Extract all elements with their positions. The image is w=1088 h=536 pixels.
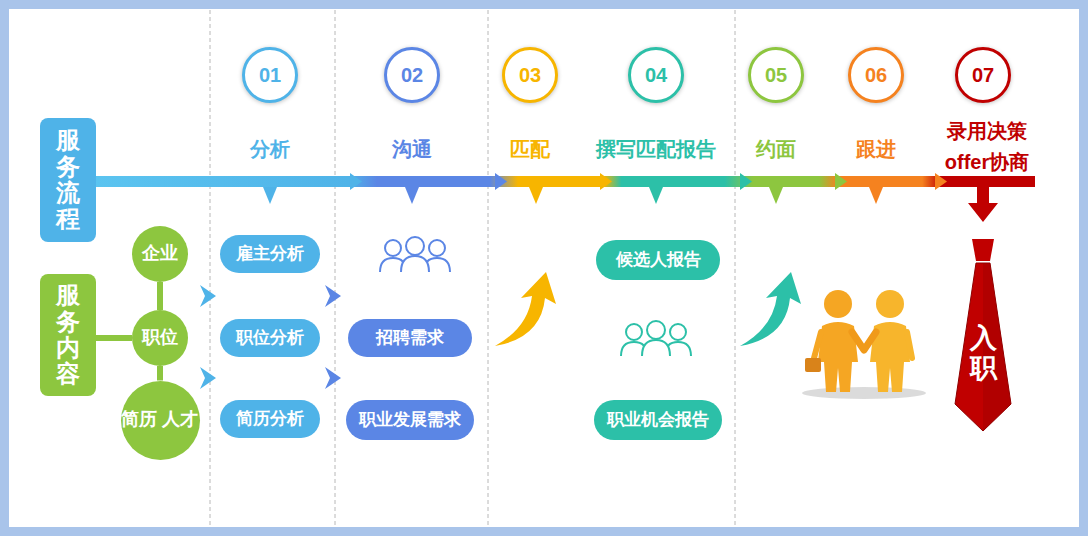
chevrons: [200, 285, 341, 389]
analysis-pill: 职位分析: [220, 319, 320, 357]
handshake-figures: [802, 290, 926, 399]
node-text: 职位分析: [236, 328, 304, 348]
report-pill: 候选人报告: [596, 240, 720, 280]
node-content: 候选人报告: [616, 250, 701, 270]
curved-arrow: [740, 272, 801, 346]
node-text: 招聘需求: [376, 328, 444, 348]
step-pointers: [263, 187, 998, 222]
node-content: 01: [259, 64, 281, 86]
step-title: 跟进: [826, 134, 926, 164]
analysis-pill: 雇主分析: [220, 235, 320, 273]
step-title: 匹配: [475, 134, 585, 164]
node-text: 服务内容: [56, 282, 80, 388]
node-content: 企业: [142, 243, 178, 265]
node-content: 简历分析: [236, 409, 304, 429]
separators: [210, 10, 735, 526]
node-text: 07: [972, 64, 994, 86]
node-text: 职位: [142, 327, 178, 349]
node-text: 职业机会报告: [607, 410, 709, 430]
timeline-band: [95, 176, 1035, 187]
node-text: 简历 人才: [121, 409, 198, 431]
node-text: 职业发展需求: [359, 410, 461, 430]
node-content: 招聘需求: [376, 328, 444, 348]
category-circle: 简历 人才: [121, 381, 200, 460]
step-number-circle: 04: [628, 47, 684, 103]
people-icon: [621, 321, 691, 356]
content-heading-box: 服务内容: [40, 274, 96, 396]
node-content: 雇主分析: [236, 244, 304, 264]
node-content: 简历 人才: [121, 409, 198, 431]
band-tips: [350, 173, 947, 190]
node-content: 职业机会报告: [607, 410, 709, 430]
node-content: 05: [765, 64, 787, 86]
report-pill: 职业机会报告: [594, 400, 722, 440]
node-text: 企业: [142, 243, 178, 265]
demand-pill: 职业发展需求: [346, 400, 474, 440]
node-text: 服务流程: [56, 127, 80, 233]
tie-knot: [972, 239, 994, 261]
node-content: 入职: [970, 324, 997, 383]
node-text: 入职: [970, 324, 997, 383]
node-content: 03: [519, 64, 541, 86]
step-number-circle: 02: [384, 47, 440, 103]
green-connector: [157, 282, 163, 310]
node-text: 雇主分析: [236, 244, 304, 264]
node-text: 05: [765, 64, 787, 86]
node-content: 07: [972, 64, 994, 86]
node-content: 职位分析: [236, 328, 304, 348]
step-title: 分析: [200, 134, 340, 164]
node-content: 服务流程: [56, 127, 80, 233]
step-title: 撰写匹配报告: [581, 134, 731, 164]
green-connector: [96, 335, 132, 341]
step-title: 录用决策 offer协商: [935, 116, 1039, 178]
node-text: 简历分析: [236, 409, 304, 429]
flow-heading-box: 服务流程: [40, 118, 96, 242]
node-text: 03: [519, 64, 541, 86]
node-content: 职业发展需求: [359, 410, 461, 430]
demand-pill: 招聘需求: [348, 319, 472, 357]
tie-body: [955, 263, 1011, 431]
step-number-circle: 01: [242, 47, 298, 103]
node-text: 候选人报告: [616, 250, 701, 270]
step-title: 沟通: [342, 134, 482, 164]
step-number-circle: 06: [848, 47, 904, 103]
node-content: 06: [865, 64, 887, 86]
green-connector: [157, 366, 163, 381]
onboard-tie: 入职: [950, 238, 1016, 432]
node-text: 06: [865, 64, 887, 86]
category-circle: 职位: [132, 310, 188, 366]
node-content: 04: [645, 64, 667, 86]
people-icon: [380, 237, 450, 272]
node-text: 02: [401, 64, 423, 86]
analysis-pill: 简历分析: [220, 400, 320, 438]
node-text: 01: [259, 64, 281, 86]
step-number-circle: 03: [502, 47, 558, 103]
node-content: 职位: [142, 327, 178, 349]
node-text: 04: [645, 64, 667, 86]
canvas: [9, 9, 1079, 527]
step-number-circle: 07: [955, 47, 1011, 103]
step-number-circle: 05: [748, 47, 804, 103]
node-content: 02: [401, 64, 423, 86]
curved-arrow: [495, 272, 556, 346]
step-title: 约面: [721, 134, 831, 164]
node-content: 服务内容: [56, 282, 80, 388]
category-circle: 企业: [132, 226, 188, 282]
